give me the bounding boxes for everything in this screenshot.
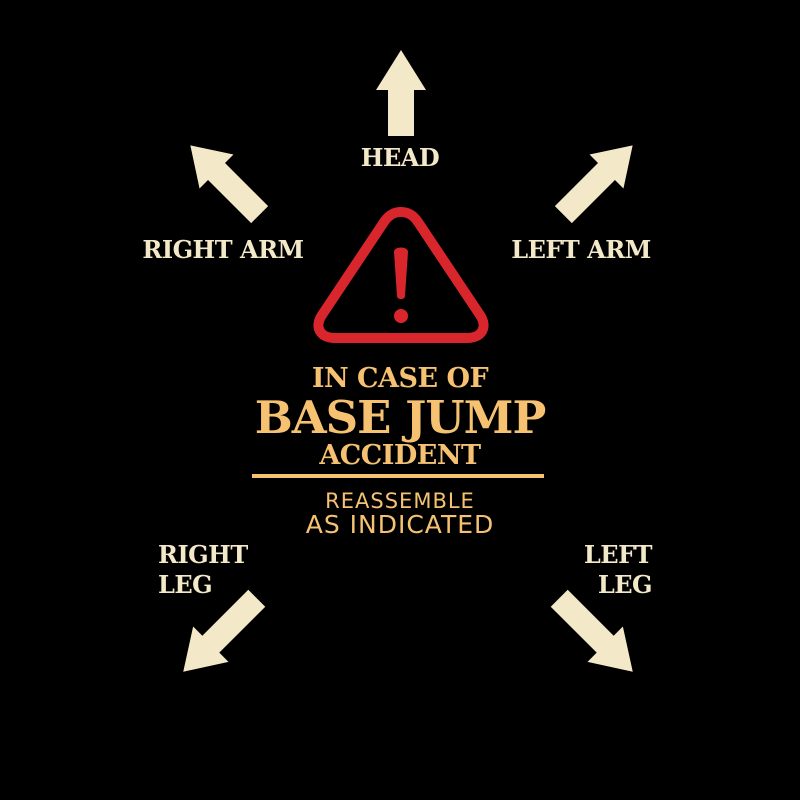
divider (252, 474, 544, 478)
label-right-arm: RIGHT ARM (142, 235, 304, 264)
instruction-line2: AS INDICATED (305, 510, 495, 539)
label-right-leg: RIGHT LEG (158, 540, 252, 600)
warning-triangle-icon (313, 207, 489, 343)
instruction-line1: REASSEMBLE (325, 489, 475, 513)
arrow-up-left-icon (190, 145, 269, 224)
arrow-up-right-icon (554, 145, 633, 224)
label-right-leg-line2: LEG (158, 570, 213, 599)
arrow-down-left-icon (183, 589, 266, 672)
label-right-leg-line1: RIGHT (158, 540, 248, 569)
warning-line2: BASE JUMP (254, 391, 547, 444)
warning-line3: ACCIDENT (319, 440, 481, 471)
label-left-leg-line1: LEFT (583, 540, 653, 569)
warning-line1: IN CASE OF (311, 363, 489, 394)
label-left-arm: LEFT ARM (511, 235, 651, 264)
warning-heading: IN CASE OF BASE JUMP ACCIDENT (240, 364, 560, 470)
arrow-down-right-icon (550, 589, 633, 672)
arrow-up-icon (376, 50, 426, 136)
label-head: HEAD (360, 143, 440, 172)
label-left-leg: LEFT LEG (560, 540, 653, 600)
label-left-leg-line2: LEG (597, 570, 653, 599)
instruction-text: REASSEMBLE AS INDICATED (240, 490, 560, 538)
